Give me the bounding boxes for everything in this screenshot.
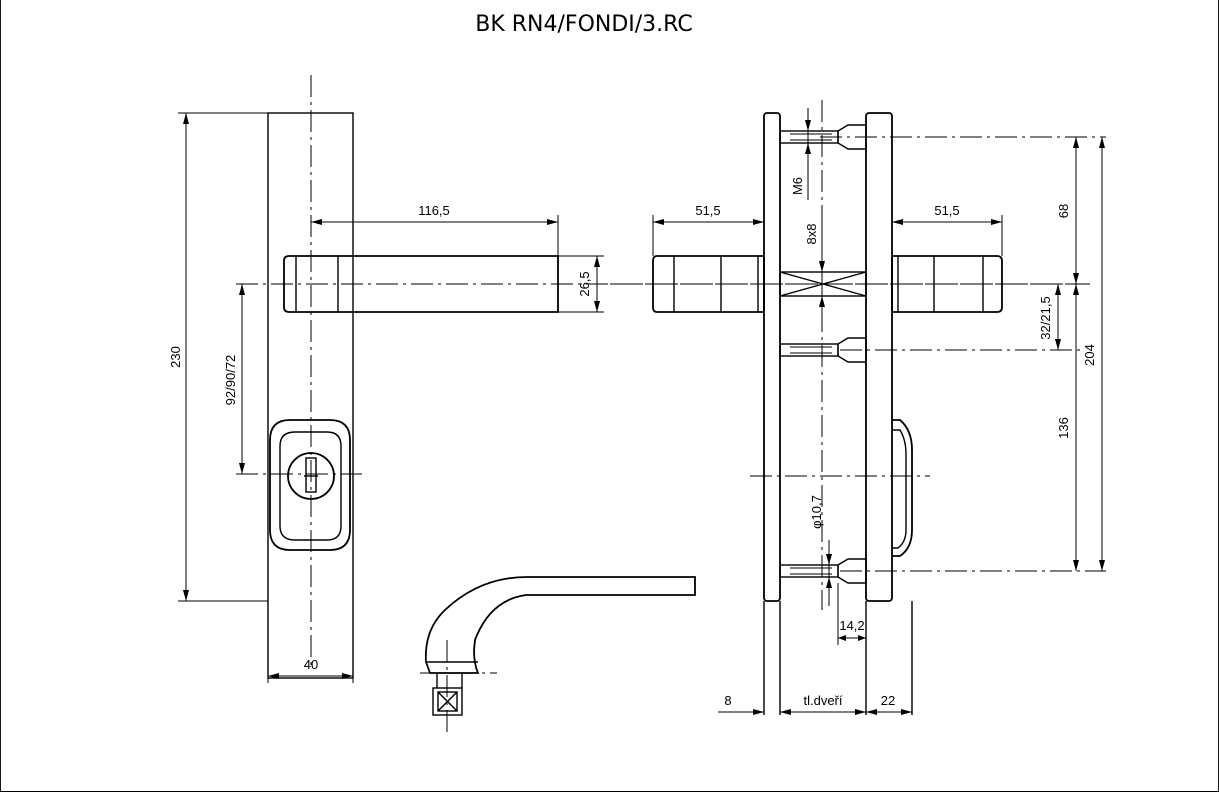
dim-handle-key-distance: 92/90/72 (223, 284, 245, 474)
dim-knob-left: 51,5 (652, 203, 764, 256)
dim-text-lower-screw-distance: 136 (1056, 417, 1071, 439)
front-view: 116,5 230 92/90/72 26,5 (168, 75, 1090, 683)
left-plate-side (763, 112, 781, 602)
dim-text-screw-depth: 14,2 (839, 618, 864, 633)
key-escutcheon (269, 419, 351, 551)
dim-total-screw-distance: 204 (1082, 137, 1105, 571)
lever-profile-view (420, 576, 696, 735)
dim-knob-right: 51,5 (892, 203, 1003, 256)
dim-lower-screw-distance: 136 (1056, 284, 1079, 571)
dim-text-plate-thickness: 8 (724, 693, 731, 708)
dim-text-total-screw-distance: 204 (1082, 344, 1097, 366)
dim-text-handle-key-distance: 92/90/72 (223, 355, 238, 406)
dim-text-handle-thickness: 26,5 (577, 271, 592, 296)
dim-text-bore-diameter: φ10,7 (809, 495, 824, 529)
dim-bore-diameter: φ10,7 (809, 495, 832, 606)
dim-text-top-screw-distance: 68 (1056, 204, 1071, 218)
cylinder-cap (892, 419, 913, 557)
right-plate-side (865, 112, 893, 602)
dim-text-knob-left: 51,5 (695, 203, 720, 218)
dim-text-plate-width: 40 (304, 657, 318, 672)
dim-screw-depth: 14,2 (837, 583, 867, 645)
lever-handle-front (283, 255, 559, 313)
screw-top (779, 124, 867, 150)
dim-screw-offset: 32/21,5 (1038, 284, 1061, 350)
dim-text-spindle: 8x8 (804, 224, 819, 245)
dim-text-rosette-thickness: 22 (881, 693, 895, 708)
dim-text-knob-right: 51,5 (934, 203, 959, 218)
side-view: 51,5 51,5 M6 8x8 φ10,7 (610, 100, 1106, 715)
dim-handle-length: 116,5 (311, 203, 559, 256)
dim-text-door-thickness: tl.dveří (803, 693, 842, 708)
dim-screw-thread: M6 (790, 108, 811, 200)
dim-top-screw-distance: 68 (1056, 137, 1079, 284)
screw-bottom (779, 558, 867, 584)
drawing-title: BK RN4/FONDI/3.RC (475, 12, 692, 37)
screw-middle (779, 337, 867, 363)
dim-plate-width: 40 (267, 657, 354, 683)
dim-text-plate-height: 230 (168, 346, 183, 368)
dim-plate-height: 230 (168, 112, 268, 602)
dim-text-screw-offset: 32/21,5 (1038, 296, 1053, 339)
dim-text-handle-length: 116,5 (418, 203, 450, 218)
dim-spindle: 8x8 (804, 215, 825, 318)
dim-handle-thickness: 26,5 (558, 255, 604, 313)
dim-text-screw-thread: M6 (790, 177, 805, 195)
right-knob (891, 255, 1003, 313)
dim-thicknesses: 8 tl.dveří 22 (718, 693, 912, 715)
